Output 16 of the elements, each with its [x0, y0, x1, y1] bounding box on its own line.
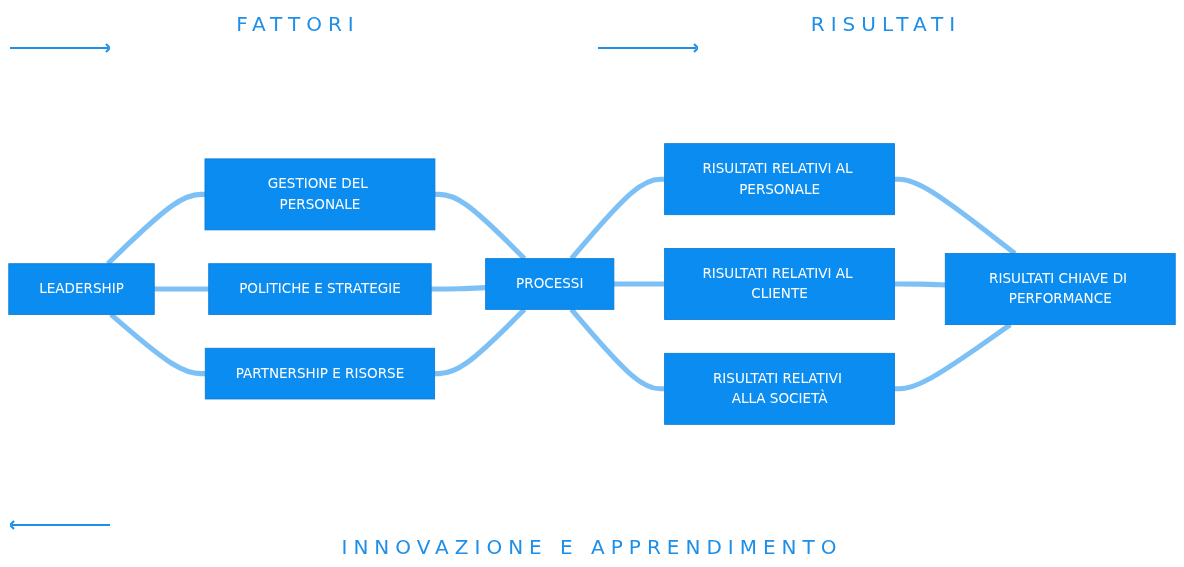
node-box: PARTNERSHIP E RISORSE	[204, 347, 436, 400]
node-box: GESTIONE DEL PERSONALE	[204, 158, 436, 231]
connector	[613, 281, 665, 287]
section-heading: INNOVAZIONE E APPRENDIMENTO	[340, 535, 844, 559]
connector	[431, 285, 486, 292]
connector	[154, 286, 209, 292]
node-box: RISULTATI RELATIVI ALLA SOCIETÀ	[664, 352, 895, 425]
connector	[894, 281, 946, 288]
section-heading: RISULTATI	[809, 12, 963, 36]
node-box: RISULTATI RELATIVI AL PERSONALE	[664, 143, 895, 216]
node-box: LEADERSHIP	[8, 263, 155, 315]
node-box: RISULTATI CHIAVE DI PERFORMANCE	[944, 253, 1176, 325]
node-box: PROCESSI	[485, 258, 615, 310]
node-box: RISULTATI RELATIVI AL CLIENTE	[664, 248, 895, 320]
node-box: POLITICHE E STRATEGIE	[208, 263, 432, 315]
section-heading: FATTORI	[235, 12, 361, 36]
